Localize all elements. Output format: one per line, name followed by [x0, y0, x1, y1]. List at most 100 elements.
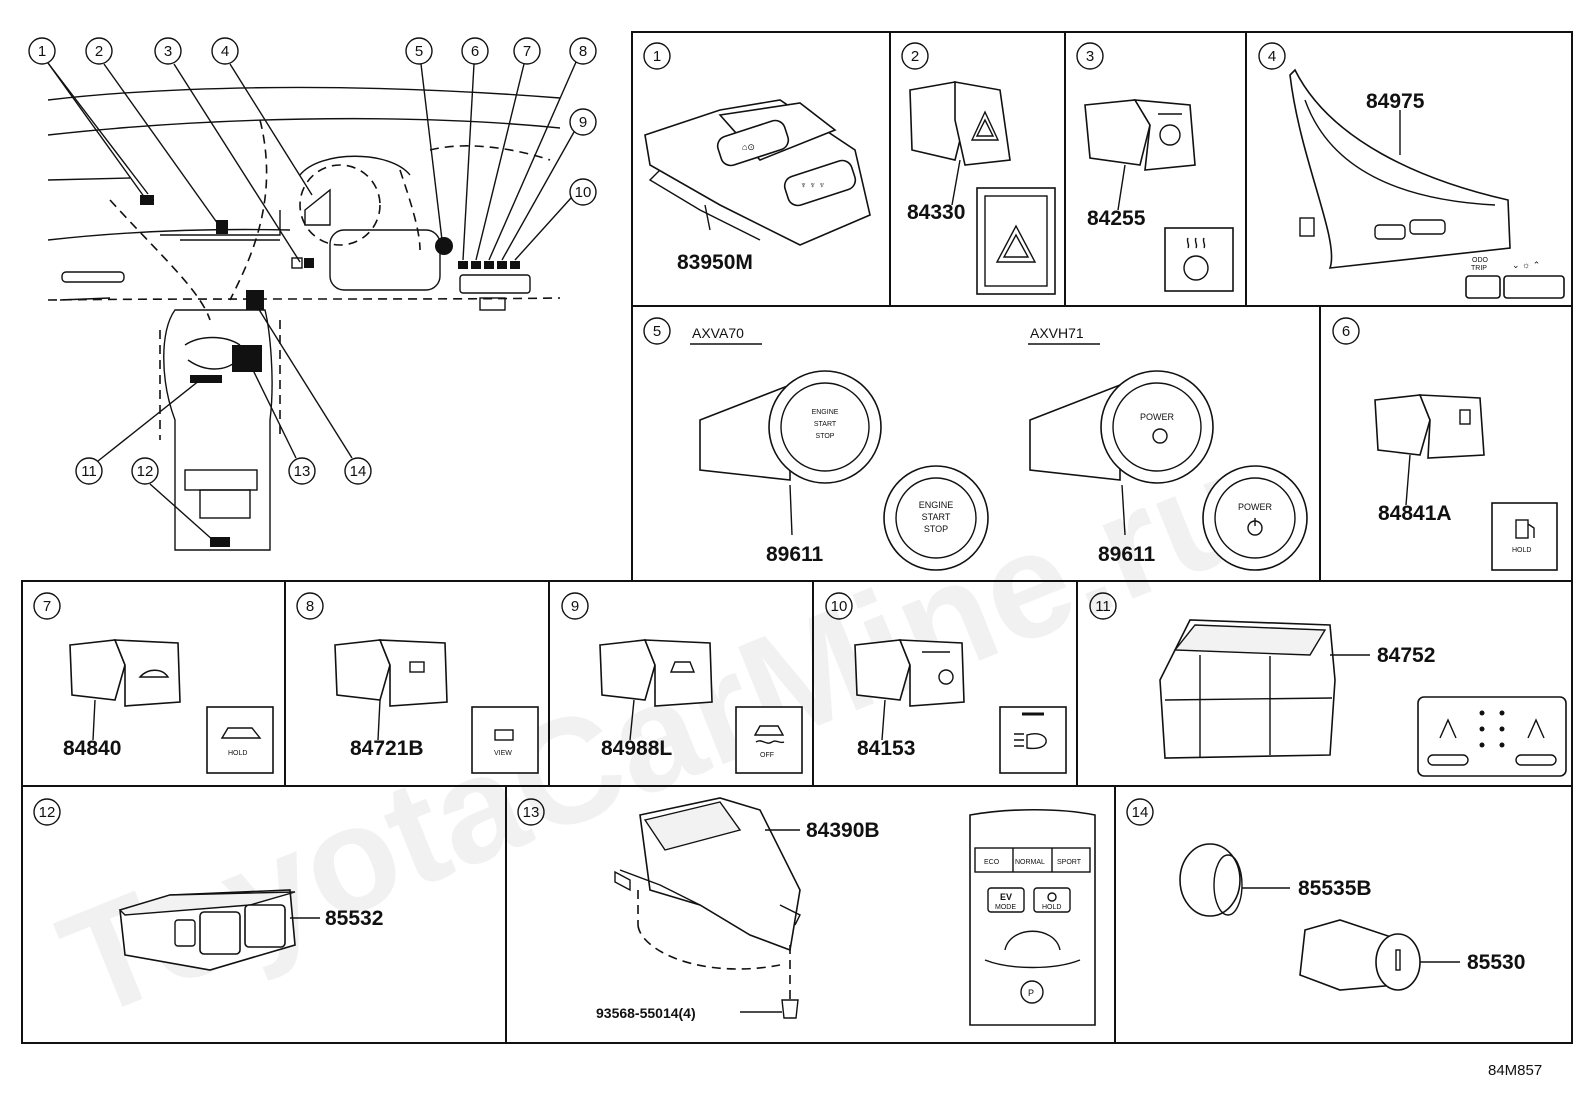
variant-axvh71: AXVH71 [1030, 325, 1084, 341]
part-85535B: 85535B [1298, 877, 1372, 900]
svg-text:3: 3 [164, 43, 172, 60]
callout-14: 14 [257, 307, 372, 485]
svg-text:4: 4 [221, 43, 229, 60]
svg-text:7: 7 [43, 598, 51, 615]
part-83950M: 83950M [677, 251, 753, 274]
svg-text:13: 13 [523, 804, 540, 821]
variant-axva70: AXVA70 [692, 325, 744, 341]
svg-text:ENGINE: ENGINE [919, 500, 954, 510]
svg-text:⌂⊙: ⌂⊙ [742, 142, 755, 152]
svg-text:POWER: POWER [1140, 412, 1175, 422]
part-84330: 84330 [907, 201, 965, 224]
callout-8: 8 [488, 37, 597, 261]
svg-text:10: 10 [575, 184, 592, 201]
odo-trip-button [1465, 275, 1501, 299]
svg-text:ECO: ECO [984, 859, 1000, 866]
svg-text:13: 13 [294, 463, 311, 480]
panel-9: 9 84988L OFF [561, 592, 803, 774]
part-84988L: 84988L [601, 737, 672, 760]
svg-text:POWER: POWER [1238, 502, 1273, 512]
svg-text:HOLD: HOLD [228, 750, 247, 757]
svg-text:NORMAL: NORMAL [1015, 859, 1045, 866]
seat-heater-panel-icon [1417, 696, 1567, 777]
brightness-button [1503, 275, 1565, 299]
callout-13: 13 [251, 367, 316, 485]
callout-9: 9 [501, 108, 597, 261]
auto-high-beam-icon [999, 706, 1067, 774]
part-85530: 85530 [1467, 951, 1525, 974]
svg-text:8: 8 [306, 598, 314, 615]
callout-12: 12 [131, 457, 215, 542]
part-84255: 84255 [1087, 207, 1146, 230]
hazard-icon [976, 187, 1056, 295]
svg-text:11: 11 [1095, 598, 1111, 615]
callout-11: 11 [75, 379, 201, 485]
svg-text:5: 5 [415, 43, 423, 60]
diagram-code: 84M857 [1488, 1062, 1543, 1079]
svg-text:HOLD: HOLD [1512, 547, 1531, 554]
svg-text:⌄ ☼ ⌃: ⌄ ☼ ⌃ [1512, 260, 1540, 270]
panel-5: 5 AXVA70 AXVH71 ENGINE START STOP 89611 … [643, 317, 1308, 571]
part-89611-a: 89611 [766, 543, 824, 566]
svg-text:ENGINE: ENGINE [812, 409, 839, 416]
svg-text:♆ ♆ ♆: ♆ ♆ ♆ [800, 180, 825, 190]
svg-text:8: 8 [579, 43, 587, 60]
panel-1: 1 ⌂⊙ ♆ ♆ ♆ 83950M [643, 42, 871, 274]
svg-text:14: 14 [1132, 804, 1149, 821]
svg-text:MODE: MODE [995, 904, 1016, 911]
panel-4: 4 84975 ODO TRIP ⌄ ☼ ⌃ [1258, 42, 1565, 299]
callout-10: 10 [514, 178, 597, 261]
traction-off-icon [735, 706, 803, 774]
svg-text:HOLD: HOLD [1042, 904, 1061, 911]
callout-4: 4 [211, 37, 313, 196]
callout-2: 2 [85, 37, 219, 225]
svg-text:11: 11 [81, 463, 97, 480]
panel-12: 12 85532 [33, 798, 383, 971]
panel-7: 7 84840 HOLD [33, 592, 274, 774]
callout-5: 5 [405, 37, 443, 241]
engine-start-button [883, 465, 989, 571]
panel-frames [21, 31, 1573, 1044]
part-84975: 84975 [1366, 90, 1425, 113]
part-85532: 85532 [325, 907, 383, 930]
panel-14: 14 85535B 85530 [1126, 798, 1525, 991]
svg-text:EV: EV [1000, 892, 1012, 902]
svg-text:STOP: STOP [924, 524, 948, 534]
panel-10: 10 84153 [825, 592, 1067, 774]
svg-text:TRIP: TRIP [1471, 265, 1487, 272]
svg-text:10: 10 [831, 598, 848, 615]
svg-text:1: 1 [653, 48, 661, 65]
svg-text:OFF: OFF [760, 752, 774, 759]
svg-text:1: 1 [38, 43, 46, 60]
part-84752: 84752 [1377, 644, 1435, 667]
panel-3: 3 84255 [1076, 42, 1234, 292]
fuel-hold-icon [1491, 502, 1558, 571]
svg-text:9: 9 [579, 114, 587, 131]
svg-text:7: 7 [523, 43, 531, 60]
svg-text:2: 2 [95, 43, 103, 60]
callout-7: 7 [475, 37, 541, 261]
part-89611-b: 89611 [1098, 543, 1156, 566]
panel-13: 13 84390B 93568-55014(4) ECO NORMAL SPOR… [517, 797, 1096, 1026]
svg-text:SPORT: SPORT [1057, 859, 1082, 866]
svg-text:12: 12 [137, 463, 154, 480]
svg-text:STOP: STOP [816, 433, 835, 440]
part-84840: 84840 [63, 737, 121, 760]
heated-wheel-icon [1164, 227, 1234, 292]
svg-text:4: 4 [1268, 48, 1276, 65]
part-84721B: 84721B [350, 737, 424, 760]
svg-text:2: 2 [911, 48, 919, 65]
svg-text:START: START [814, 421, 837, 428]
svg-text:P: P [1028, 988, 1034, 998]
svg-text:3: 3 [1086, 48, 1094, 65]
panel-8: 8 84721B VIEW [296, 592, 539, 774]
part-84390B: 84390B [806, 819, 880, 842]
overview-callouts: 1 2 3 4 5 6 7 8 [28, 37, 597, 542]
part-84153: 84153 [857, 737, 915, 760]
panel-6: 6 84841A HOLD [1332, 317, 1558, 571]
callout-6: 6 [461, 37, 489, 261]
svg-text:9: 9 [571, 598, 579, 615]
part-84841A: 84841A [1378, 502, 1452, 525]
panel-11: 11 84752 [1089, 592, 1567, 777]
